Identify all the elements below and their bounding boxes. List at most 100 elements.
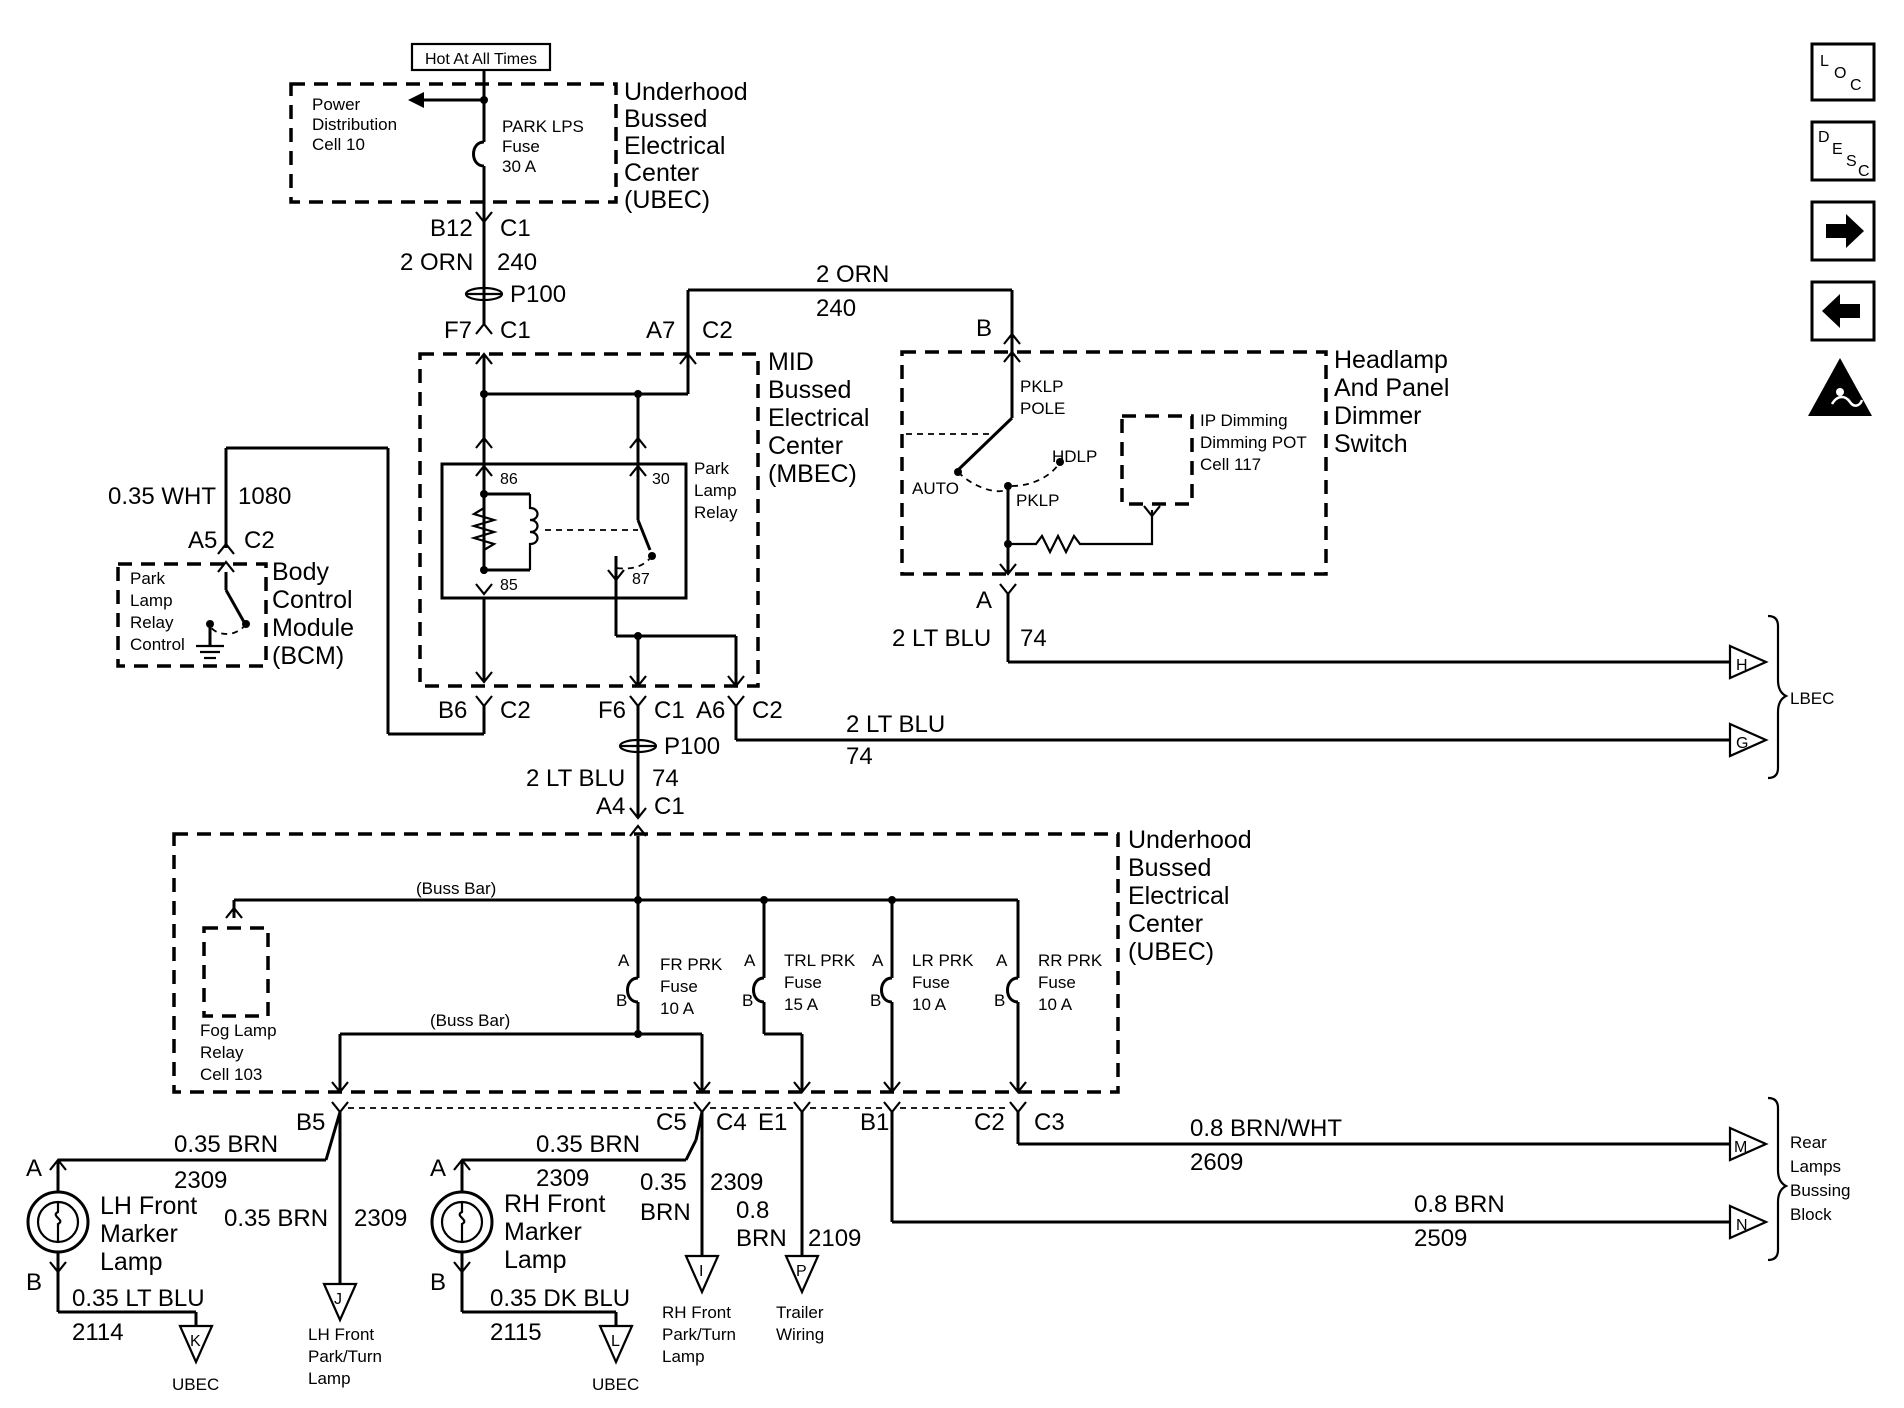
wire-color-0-35-brn: 0.35 BRN <box>536 1131 640 1158</box>
fuse-fr-prk: A B FR PRK Fuse 10 A <box>616 900 723 1034</box>
lh-marker-lamp-title: Lamp <box>100 1248 163 1276</box>
pin-b: B <box>976 315 992 342</box>
terminal-i-dest: RH Front <box>662 1303 731 1322</box>
circuit-2509: 2509 <box>1414 1225 1467 1252</box>
top-ubec-title: (UBEC) <box>624 186 710 214</box>
mbec-block: F7 C1 A7 C2 MID Bussed Electrical Center… <box>418 288 1021 724</box>
top-ubec-title: Underhood <box>624 78 748 106</box>
circuit-2309: 2309 <box>536 1165 589 1192</box>
terminal-n <box>1728 1204 1769 1240</box>
terminal-h-label: H <box>1736 657 1748 674</box>
terminal-m <box>1728 1126 1769 1162</box>
relay-control-label: Park <box>130 569 165 588</box>
pklp-label: PKLP <box>1016 491 1059 510</box>
pin-b: B <box>430 1269 446 1296</box>
wire-color-2-lt-blu: 2 LT BLU <box>526 765 625 792</box>
wire-color-2-orn: 2 ORN <box>816 261 889 288</box>
top-ubec-box: Hot At All Times Power Distribution Cell… <box>289 42 748 222</box>
pin-a4: A4 <box>596 793 625 820</box>
lh-marker-lamp-title: Marker <box>100 1220 178 1248</box>
wire-color-2-orn: 2 ORN <box>400 249 473 276</box>
conn-c4: C4 <box>716 1109 747 1136</box>
terminal-l <box>598 1324 634 1365</box>
conn-c1: C1 <box>654 697 685 724</box>
circuit-2115: 2115 <box>490 1319 542 1346</box>
rear-lamps-circuit: 0.8 BRN/WHT 2609 0.8 BRN 2509 M N Rear L… <box>890 1096 1850 1262</box>
terminal-p-label: P <box>796 1263 807 1280</box>
top-connector: B12 C1 2 ORN 240 P100 <box>400 211 566 324</box>
fuse-trl-prk: A B TRL PRK Fuse 15 A <box>742 900 856 1092</box>
pin-a7: A7 <box>646 317 675 344</box>
previous-page-button[interactable] <box>1810 280 1876 342</box>
mbec-title: Electrical <box>768 404 869 432</box>
ip-dimming-label: IP Dimming <box>1200 411 1288 430</box>
headlamp-switch-title: Dimmer <box>1334 402 1422 430</box>
bcm-title: Body <box>272 558 329 586</box>
fuse-type: Fuse <box>784 973 822 992</box>
bottom-ubec-outline <box>172 832 1120 1094</box>
mbec-outline <box>418 352 760 688</box>
circuit-2309: 2309 <box>174 1167 227 1194</box>
ip-dimming-label: Dimming POT <box>1200 433 1307 452</box>
pin-a: A <box>430 1155 446 1182</box>
terminal-k <box>178 1324 214 1365</box>
terminal-i <box>684 1254 720 1295</box>
next-page-button[interactable] <box>1810 200 1876 262</box>
lbec-bracket <box>1767 614 1789 780</box>
wire-color-0-35-brn: 0.35 BRN <box>224 1205 328 1232</box>
conn-c2: C2 <box>244 527 275 554</box>
circuit-2309: 2309 <box>710 1169 763 1196</box>
pklp-pole-label: PKLP <box>1020 377 1063 396</box>
fuse-rating: 15 A <box>784 995 819 1014</box>
fuse-name: LR PRK <box>912 951 974 970</box>
fuse-name: TRL PRK <box>784 951 856 970</box>
wire-color-0-8-brn: 0.8 <box>736 1197 769 1224</box>
park-lps-fuse-label: PARK LPS <box>502 117 584 136</box>
ip-dimming-box <box>1120 414 1194 506</box>
fuse-name: FR PRK <box>660 955 723 974</box>
buss-bar-label: (Buss Bar) <box>416 879 496 898</box>
wire-color-0-35-dk-blu: 0.35 DK BLU <box>490 1285 630 1312</box>
location-button[interactable]: L O C <box>1810 42 1876 102</box>
fuse-type: Fuse <box>1038 973 1076 992</box>
esd-warning-icon <box>1808 358 1872 416</box>
top-ubec-title: Center <box>624 159 699 187</box>
fuse-pin-b: B <box>994 991 1005 1010</box>
bcm-title: (BCM) <box>272 642 344 670</box>
circuit-240: 240 <box>816 295 856 322</box>
park-lamp-relay-box <box>440 462 688 600</box>
park-lps-fuse-label: Fuse <box>502 137 540 156</box>
rear-lamps-block-label: Lamps <box>1790 1157 1841 1176</box>
terminal-i-dest: Park/Turn <box>662 1325 736 1344</box>
wire-color-0-35-wht: 0.35 WHT <box>108 483 216 510</box>
bottom-ubec-title: Underhood <box>1128 826 1252 854</box>
pin-f7: F7 <box>444 317 472 344</box>
fuse-pin-b: B <box>742 991 753 1010</box>
fog-lamp-relay-label: Cell 103 <box>200 1065 262 1084</box>
headlamp-switch: B Headlamp And Panel Dimmer Switch PKLP … <box>900 315 1730 664</box>
desc-letter: E <box>1832 141 1843 158</box>
terminal-n-label: N <box>1736 1217 1748 1234</box>
pin-f6: F6 <box>598 697 626 724</box>
bcm-block: 0.35 WHT 1080 A5 C2 Park Lamp Relay Cont… <box>108 446 486 736</box>
wire-color-0-35-brn: 0.35 <box>640 1169 687 1196</box>
description-button[interactable]: D E S C <box>1810 120 1876 182</box>
terminal-h: H <box>1728 644 1769 680</box>
dimmer-resistor-icon <box>1008 510 1154 555</box>
park-lamp-relay-label: Relay <box>694 503 738 522</box>
pin-a5: A5 <box>188 527 217 554</box>
bottom-ubec-title: Electrical <box>1128 882 1229 910</box>
desc-letter: C <box>1858 163 1870 180</box>
terminal-k-dest: UBEC <box>172 1375 219 1394</box>
top-ubec-title: Electrical <box>624 132 725 160</box>
conn-c2: C2 <box>752 697 783 724</box>
pin-a: A <box>976 587 992 614</box>
terminal-g-label: G <box>1736 735 1748 752</box>
bcm-title: Module <box>272 614 354 642</box>
park-lps-fuse-label: 30 A <box>502 157 537 176</box>
power-dist-label: Power <box>312 95 361 114</box>
arrow-left-icon <box>1822 294 1860 328</box>
auto-label: AUTO <box>912 479 959 498</box>
bottom-ubec-title: Bussed <box>1128 854 1211 882</box>
